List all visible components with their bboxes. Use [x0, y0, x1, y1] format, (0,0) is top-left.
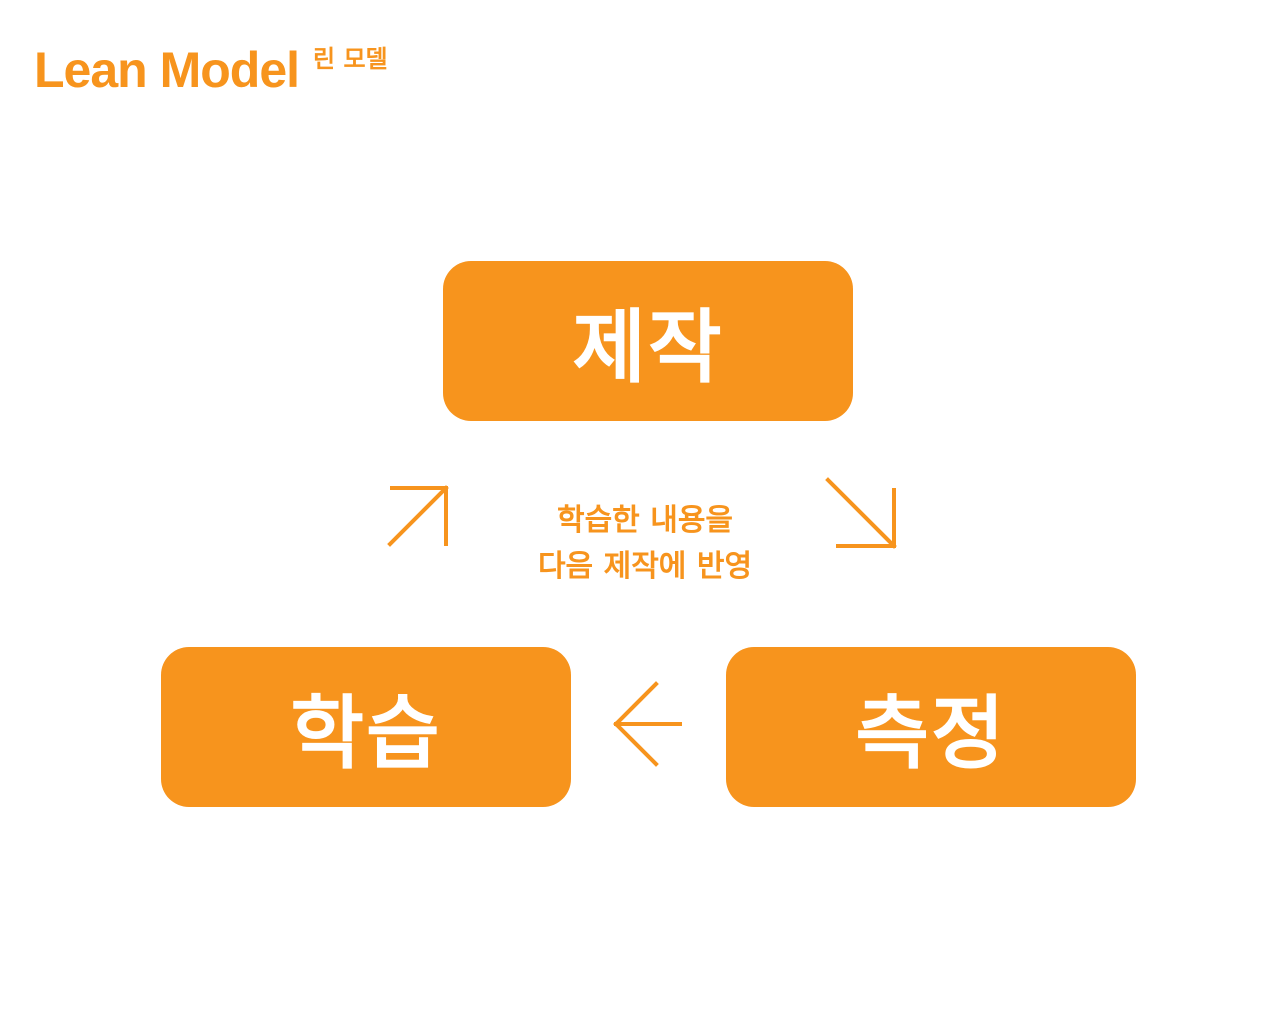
cycle-box-measure: 측정	[726, 647, 1136, 807]
arrow-up-right-icon	[387, 485, 449, 547]
arrow-down-right-icon	[825, 477, 897, 549]
page-title: Lean Model 린 모델	[34, 40, 388, 100]
cycle-label-measure: 측정	[855, 687, 1007, 780]
cycle-note-line2: 다음 제작에 반영	[537, 549, 753, 584]
cycle-note: 학습한 내용을 다음 제작에 반영	[480, 498, 810, 590]
cycle-note-line1: 학습한 내용을	[556, 503, 734, 538]
cycle-box-make: 제작	[443, 261, 853, 421]
cycle-box-learn: 학습	[161, 647, 571, 807]
title-sub: 린 모델	[313, 45, 388, 73]
cycle-label-make: 제작	[572, 301, 724, 394]
title-main: Lean Model	[34, 42, 300, 98]
cycle-label-learn: 학습	[290, 687, 442, 780]
arrow-left-icon	[613, 681, 682, 767]
